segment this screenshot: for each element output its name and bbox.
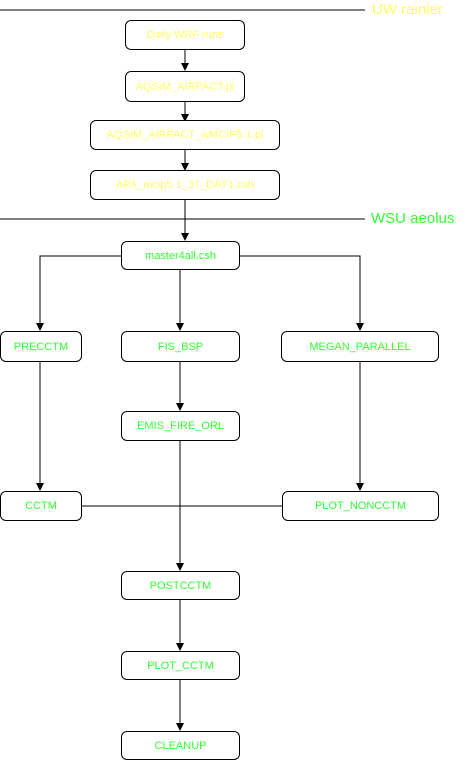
node-plot-noncctm[interactable]: PLOT_NONCCTM [282, 491, 439, 521]
node-cleanup[interactable]: CLEANUP [121, 731, 240, 760]
node-plot-cctm[interactable]: PLOT_CCTM [121, 651, 240, 680]
node-aqsim-airpact-mcip[interactable]: AQSIM_AIRPACT_wMCIP5.1.pl [90, 120, 280, 150]
node-precctm[interactable]: PRECCTM [0, 331, 82, 362]
node-postcctm[interactable]: POSTCCTM [121, 571, 240, 600]
node-fis-bsp[interactable]: FIS_BSP [121, 331, 240, 362]
node-emis-fire-orl[interactable]: EMIS_FIRE_ORL [121, 411, 240, 441]
node-apa-mcip[interactable]: APA_mcip5.1_37_DAY1.csh [90, 170, 280, 200]
node-cctm[interactable]: CCTM [0, 491, 82, 521]
node-daily-wrf-runs[interactable]: Daily WRF runs [125, 20, 245, 50]
node-megan-parallel[interactable]: MEGAN_PARALLEL [281, 331, 439, 362]
node-master4all[interactable]: master4all.csh [121, 241, 240, 270]
node-aqsim-airpact[interactable]: AQSIM_AIRPACT.pl [125, 71, 245, 102]
uw-section-label: UW rainier [372, 1, 443, 18]
wsu-section-label: WSU aeolus [371, 210, 455, 227]
edge-master-to-precctm [36, 255, 121, 331]
edge-master-to-megan [240, 255, 364, 331]
